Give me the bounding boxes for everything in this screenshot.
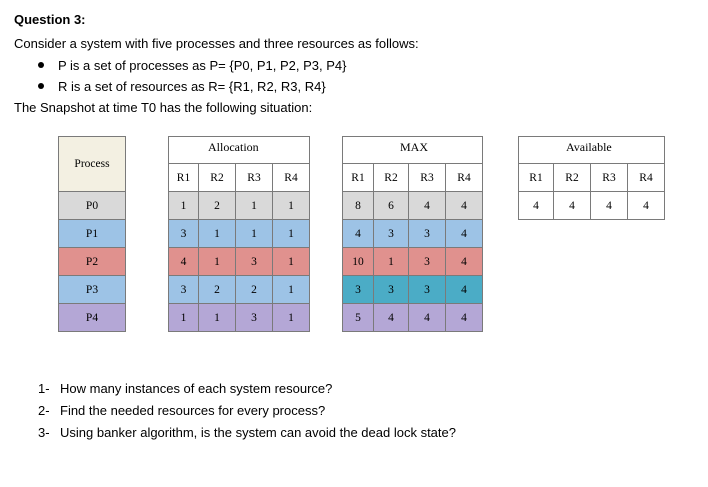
question-2-number: 2- [38,403,50,418]
avail-head-r4: R4 [627,163,665,192]
bullet-resources: R is a set of resources as R= {R1, R2, R… [38,79,326,94]
question-1: 1- How many instances of each system reso… [38,381,332,396]
question-3-number: 3- [38,425,50,440]
alloc-p1-r1: 3 [168,219,199,248]
alloc-p0-r1: 1 [168,191,199,220]
bullet-dot-icon [38,62,44,68]
alloc-p4-r4: 1 [272,303,310,332]
bullet-processes: P is a set of processes as P= {P0, P1, P… [38,58,346,73]
process-p3: P3 [58,275,126,304]
alloc-p2-r3: 3 [235,247,273,276]
max-head-r1: R1 [342,163,374,192]
max-p4-r4: 4 [445,303,483,332]
max-p0-r3: 4 [408,191,446,220]
question-3-text: Using banker algorithm, is the system ca… [60,425,456,440]
question-1-text: How many instances of each system resour… [60,381,333,396]
alloc-p3-r1: 3 [168,275,199,304]
question-title: Question 3: [14,12,86,27]
alloc-head-r4: R4 [272,163,310,192]
alloc-p4-r2: 1 [198,303,236,332]
alloc-head-r3: R3 [235,163,273,192]
max-p1-r4: 4 [445,219,483,248]
max-p1-r2: 3 [373,219,409,248]
alloc-p1-r2: 1 [198,219,236,248]
alloc-p1-r3: 1 [235,219,273,248]
process-header-cell: Process [58,136,126,192]
max-p3-r3: 3 [408,275,446,304]
process-p0: P0 [58,191,126,220]
max-p2-r4: 4 [445,247,483,276]
max-p1-r3: 3 [408,219,446,248]
question-1-number: 1- [38,381,50,396]
max-p2-r2: 1 [373,247,409,276]
question-2-text: Find the needed resources for every proc… [60,403,326,418]
avail-head-r1: R1 [518,163,554,192]
intro-text: Consider a system with five processes an… [14,36,419,51]
process-p2: P2 [58,247,126,276]
alloc-p2-r1: 4 [168,247,199,276]
max-p4-r1: 5 [342,303,374,332]
question-2: 2- Find the needed resources for every pr… [38,403,325,418]
max-p4-r3: 4 [408,303,446,332]
avail-head-r3: R3 [590,163,628,192]
alloc-p0-r2: 2 [198,191,236,220]
alloc-p2-r4: 1 [272,247,310,276]
alloc-p0-r3: 1 [235,191,273,220]
available-title-cell [518,136,665,164]
avail-r3: 4 [590,191,628,220]
process-table: Process P0 P1 P2 P3 P4 [58,136,126,332]
max-p0-r4: 4 [445,191,483,220]
alloc-head-r1: R1 [168,163,199,192]
avail-r2: 4 [553,191,591,220]
avail-head-r2: R2 [553,163,591,192]
question-3: 3- Using banker algorithm, is the system … [38,425,456,440]
alloc-head-r2: R2 [198,163,236,192]
avail-r1: 4 [518,191,554,220]
max-title-cell [342,136,483,164]
process-p1: P1 [58,219,126,248]
max-p0-r1: 8 [342,191,374,220]
max-p3-r2: 3 [373,275,409,304]
alloc-p3-r2: 2 [198,275,236,304]
alloc-p3-r4: 1 [272,275,310,304]
max-head-r4: R4 [445,163,483,192]
available-table: R1 R2 R3 R4 4 4 4 4 [518,136,665,220]
alloc-p4-r3: 3 [235,303,273,332]
max-head-r3: R3 [408,163,446,192]
max-p4-r2: 4 [373,303,409,332]
max-p2-r1: 10 [342,247,374,276]
max-p3-r1: 3 [342,275,374,304]
max-head-r2: R2 [373,163,409,192]
max-p3-r4: 4 [445,275,483,304]
allocation-title-cell [168,136,310,164]
avail-r4: 4 [627,191,665,220]
max-p0-r2: 6 [373,191,409,220]
max-p1-r1: 4 [342,219,374,248]
process-p4: P4 [58,303,126,332]
bullet-resources-text: R is a set of resources as R= {R1, R2, R… [58,79,326,94]
max-p2-r3: 3 [408,247,446,276]
alloc-p4-r1: 1 [168,303,199,332]
alloc-p1-r4: 1 [272,219,310,248]
snapshot-text: The Snapshot at time T0 has the followin… [14,100,313,115]
alloc-p3-r3: 2 [235,275,273,304]
alloc-p0-r4: 1 [272,191,310,220]
bullet-dot-icon [38,83,44,89]
bullet-processes-text: P is a set of processes as P= {P0, P1, P… [58,58,347,73]
alloc-p2-r2: 1 [198,247,236,276]
